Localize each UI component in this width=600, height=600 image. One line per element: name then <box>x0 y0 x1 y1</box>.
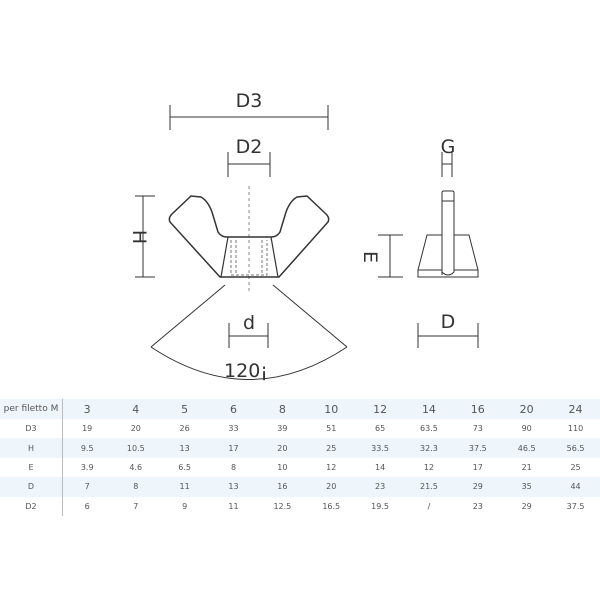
table-cell: 73 <box>472 424 483 434</box>
label-angle: 120¡ <box>224 360 268 382</box>
label-d3: D3 <box>236 90 263 112</box>
table-cell: 20 <box>130 424 141 434</box>
h-dimension <box>135 195 155 278</box>
table-cell: 39 <box>277 424 288 434</box>
table-cell: 10 <box>306 399 356 419</box>
table-cell: 14 <box>404 399 454 419</box>
table-cell: 13 <box>209 477 258 497</box>
table-cell: 7 <box>133 501 139 511</box>
table-cell: 14 <box>374 462 386 472</box>
table-cell: 37.5 <box>566 501 585 511</box>
nut-body <box>220 236 279 278</box>
row-label: D3 <box>0 419 63 439</box>
d-side-dimension <box>417 323 479 348</box>
table-cell: 12 <box>355 399 405 419</box>
table-cell: 9.5 <box>62 438 112 458</box>
table-cell: 3 <box>62 399 112 419</box>
table-cell: 25 <box>570 462 581 472</box>
label-d2: D2 <box>236 136 263 158</box>
table-row: D3 19 20 26 33 39 51 65 63.5 73 90 110 <box>0 419 600 439</box>
table-cell: 29 <box>453 477 503 497</box>
table-cell: 23 <box>355 477 405 497</box>
table-cell: 35 <box>502 477 552 497</box>
table-row: D2 6 7 9 11 12.5 16.5 19.5 / 23 29 37.5 <box>0 496 600 516</box>
d-dimension <box>228 323 269 348</box>
row-label: per filetto M <box>0 399 63 419</box>
table-cell: / <box>427 501 431 511</box>
label-e: E <box>359 251 381 263</box>
table-cell: 13 <box>160 438 210 458</box>
row-label: D2 <box>0 496 63 516</box>
table-cell: 16.5 <box>322 501 341 511</box>
table-cell: 33.5 <box>355 438 405 458</box>
label-d-side: D <box>441 311 456 333</box>
angle-dimension <box>150 284 348 380</box>
table-cell: 4 <box>111 399 161 419</box>
row-label: E <box>0 457 63 478</box>
g-dimension <box>441 152 453 177</box>
table-cell: 12 <box>423 462 435 472</box>
table-cell: 10.5 <box>111 438 161 458</box>
table-cell: 19 <box>82 424 93 434</box>
table-cell: 8 <box>230 462 237 472</box>
table-cell: 32.3 <box>404 438 454 458</box>
table-cell: 21.5 <box>404 477 454 497</box>
table-cell: 16 <box>453 399 503 419</box>
table-cell: 6 <box>209 399 258 419</box>
table-cell: 7 <box>62 477 112 497</box>
table-cell: 20 <box>306 477 356 497</box>
table-cell: 12.5 <box>273 501 292 511</box>
table-cell: 4.6 <box>129 462 143 472</box>
table-cell: 63.5 <box>420 424 438 434</box>
table-cell: 65 <box>374 424 386 434</box>
label-d: d <box>243 312 255 334</box>
table-cell: 20 <box>502 399 552 419</box>
table-cell: 3.9 <box>80 462 94 472</box>
table-cell: 17 <box>472 462 483 472</box>
table-cell: 44 <box>551 477 600 497</box>
d3-dimension <box>169 105 329 130</box>
table-cell: 11 <box>160 477 210 497</box>
table-cell: 25 <box>306 438 356 458</box>
table-cell: 17 <box>209 438 258 458</box>
d2-dimension <box>227 152 271 177</box>
row-label: H <box>0 438 63 458</box>
wing-nut-side-view <box>417 190 479 278</box>
table-cell: 8 <box>111 477 161 497</box>
table-cell: 37.5 <box>453 438 503 458</box>
table-cell: 9 <box>182 501 188 511</box>
wing-nut-drawing: D3 D2 H d 120¡ G E D <box>128 90 479 382</box>
table-cell: 12 <box>326 462 337 472</box>
table-cell: 56.5 <box>551 438 600 458</box>
table-cell: 11 <box>228 501 239 511</box>
table-cell: 5 <box>160 399 210 419</box>
thread-hidden-lines <box>230 240 268 276</box>
table-cell: 8 <box>257 399 307 419</box>
row-label: D <box>0 477 63 497</box>
table-row: E 3.9 4.6 6.5 8 10 12 14 12 17 21 25 <box>0 457 600 478</box>
e-dimension <box>378 234 403 278</box>
table-cell: 110 <box>567 424 584 434</box>
table-cell: 19.5 <box>371 501 389 511</box>
table-cell: 90 <box>521 424 532 434</box>
table-cell: 51 <box>326 424 337 434</box>
table-cell: 21 <box>521 462 532 472</box>
table-cell: 6 <box>84 501 90 511</box>
table-cell: 46.5 <box>502 438 552 458</box>
table-cell: 24 <box>551 399 600 419</box>
table-cell: 10 <box>277 462 288 472</box>
label-g: G <box>441 136 456 158</box>
table-cell: 16 <box>257 477 307 497</box>
table-cell: 6.5 <box>178 462 192 472</box>
table-cell: 26 <box>179 424 190 434</box>
label-h: H <box>128 230 150 244</box>
table-cell: 20 <box>257 438 307 458</box>
table-cell: 33 <box>228 424 239 434</box>
table-cell: 23 <box>472 501 483 511</box>
table-cell: 29 <box>521 501 532 511</box>
